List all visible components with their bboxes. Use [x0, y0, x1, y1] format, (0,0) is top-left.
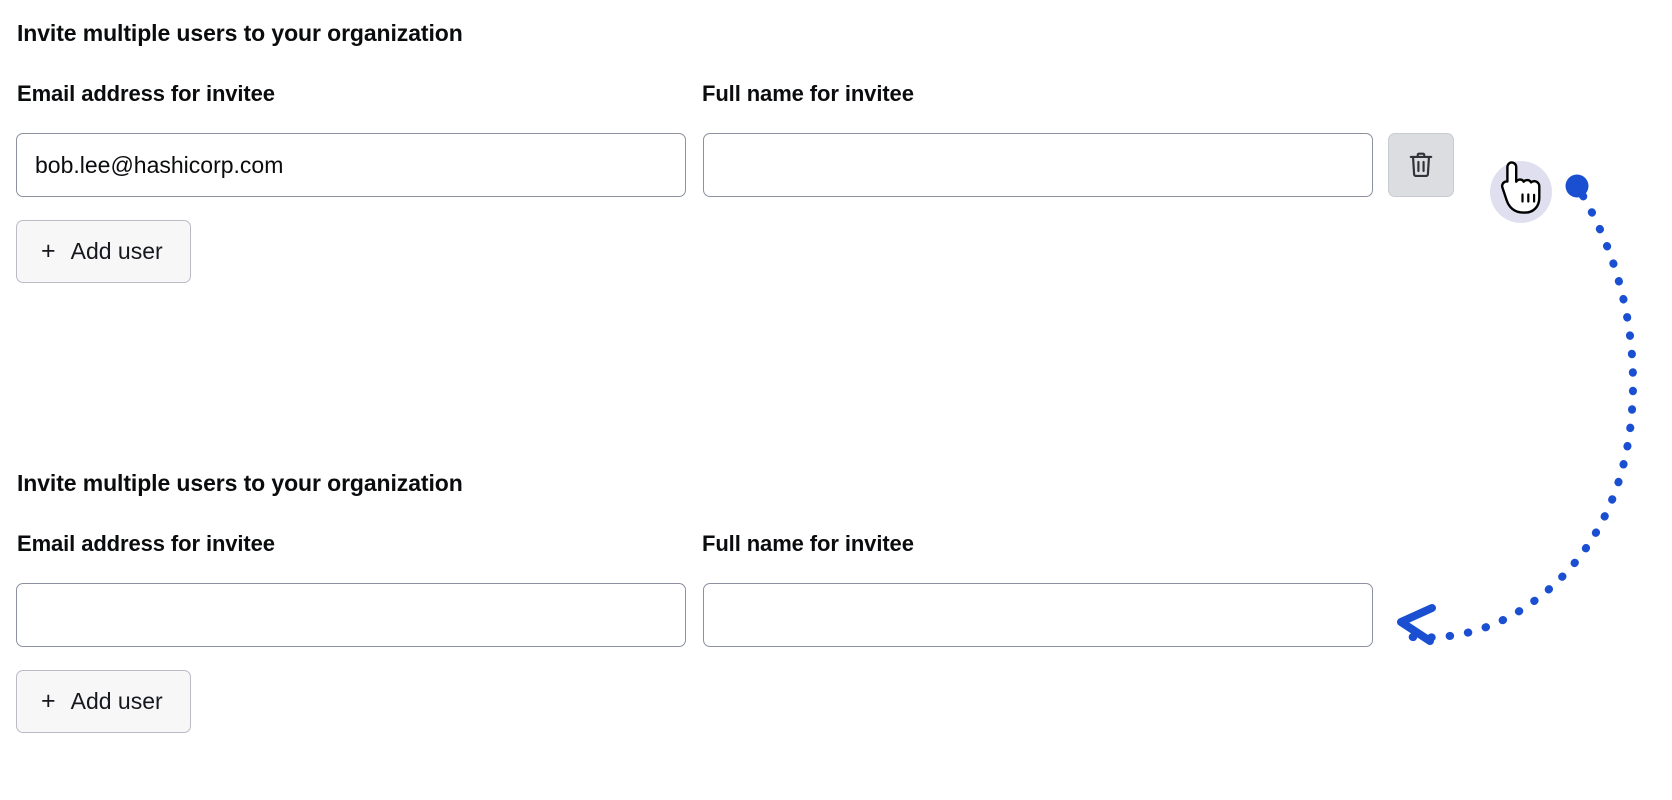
cursor-halo: [1490, 161, 1552, 223]
click-marker-dot: [1565, 174, 1589, 198]
hand-pointer-cursor: [1500, 161, 1541, 214]
email-input[interactable]: [16, 133, 686, 197]
email-field-label-2: Email address for invitee: [17, 531, 275, 556]
full-name-input[interactable]: [703, 133, 1373, 197]
page-title: Invite multiple users to your organizati…: [17, 20, 463, 46]
plus-icon: +: [41, 237, 56, 265]
email-input-2[interactable]: [16, 583, 686, 647]
trash-icon: [1408, 151, 1434, 179]
full-name-field-label: Full name for invitee: [702, 81, 914, 106]
page-title-2: Invite multiple users to your organizati…: [17, 470, 463, 496]
add-user-button-label: Add user: [70, 238, 163, 264]
add-user-button[interactable]: + Add user: [16, 220, 191, 283]
add-user-button-2[interactable]: + Add user: [16, 670, 191, 733]
email-field-label: Email address for invitee: [17, 81, 275, 106]
full-name-field-label-2: Full name for invitee: [702, 531, 914, 556]
plus-icon-2: +: [41, 687, 56, 715]
add-user-button-label-2: Add user: [70, 688, 163, 714]
delete-row-button[interactable]: [1388, 133, 1454, 197]
full-name-input-2[interactable]: [703, 583, 1373, 647]
